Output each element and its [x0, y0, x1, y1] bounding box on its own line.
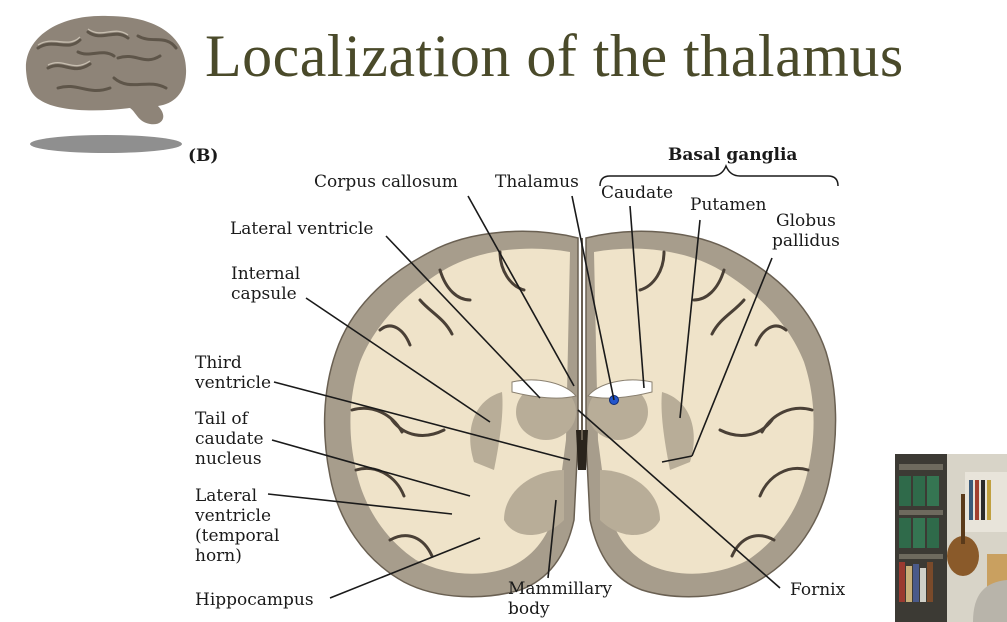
label-basal-ganglia: Basal ganglia — [668, 145, 798, 165]
label-hippocampus: Hippocampus — [195, 590, 314, 610]
webcam-video-feed — [895, 454, 1007, 622]
label-internal: Internal — [231, 264, 301, 284]
label-caudate: Caudate — [601, 183, 674, 203]
label-putamen: Putamen — [690, 195, 767, 215]
label-lateral: Lateral — [195, 486, 258, 506]
label-pallidus: pallidus — [772, 231, 840, 251]
label-internal-capsule: Internal capsule — [231, 264, 300, 304]
deep-gray-nuclei — [470, 384, 694, 535]
label-nucleus: nucleus — [195, 449, 262, 469]
label-lateral-ventricle-temporal: Lateral ventricle (temporal horn) — [195, 486, 279, 566]
label-globus: Globus — [776, 211, 836, 231]
label-capsule: capsule — [231, 284, 297, 304]
slide-title: Localization of the thalamus — [205, 23, 904, 89]
label-fornix: Fornix — [790, 580, 846, 600]
label-horn: horn) — [195, 546, 242, 566]
label-tail-of-caudate: Tail of caudate nucleus — [195, 409, 264, 469]
label-lateral-ventricle: Lateral ventricle — [230, 219, 374, 239]
third-ventricle-shape — [576, 430, 588, 470]
basal-ganglia-bracket — [599, 163, 839, 187]
label-third-ventricle: Third ventricle — [195, 353, 271, 393]
label-body: body — [508, 599, 550, 619]
label-globus-pallidus: Globus pallidus — [772, 211, 840, 251]
label-temporal: (temporal — [195, 526, 280, 546]
panel-label: (B) — [188, 146, 219, 166]
brain-icon — [25, 15, 187, 153]
label-ventricle: ventricle — [195, 373, 272, 393]
sulci — [350, 250, 814, 558]
label-mammillary-body: Mammillary body — [508, 579, 612, 619]
label-third: Third — [195, 353, 242, 373]
label-tail-of: Tail of — [195, 409, 248, 429]
label-mammillary: Mammillary — [508, 579, 612, 599]
label-caudate-2: caudate — [195, 429, 264, 449]
label-thalamus: Thalamus — [495, 172, 579, 192]
leader-lines — [267, 195, 781, 599]
label-ventricle-2: ventricle — [195, 506, 272, 526]
label-corpus-callosum: Corpus callosum — [314, 172, 458, 192]
